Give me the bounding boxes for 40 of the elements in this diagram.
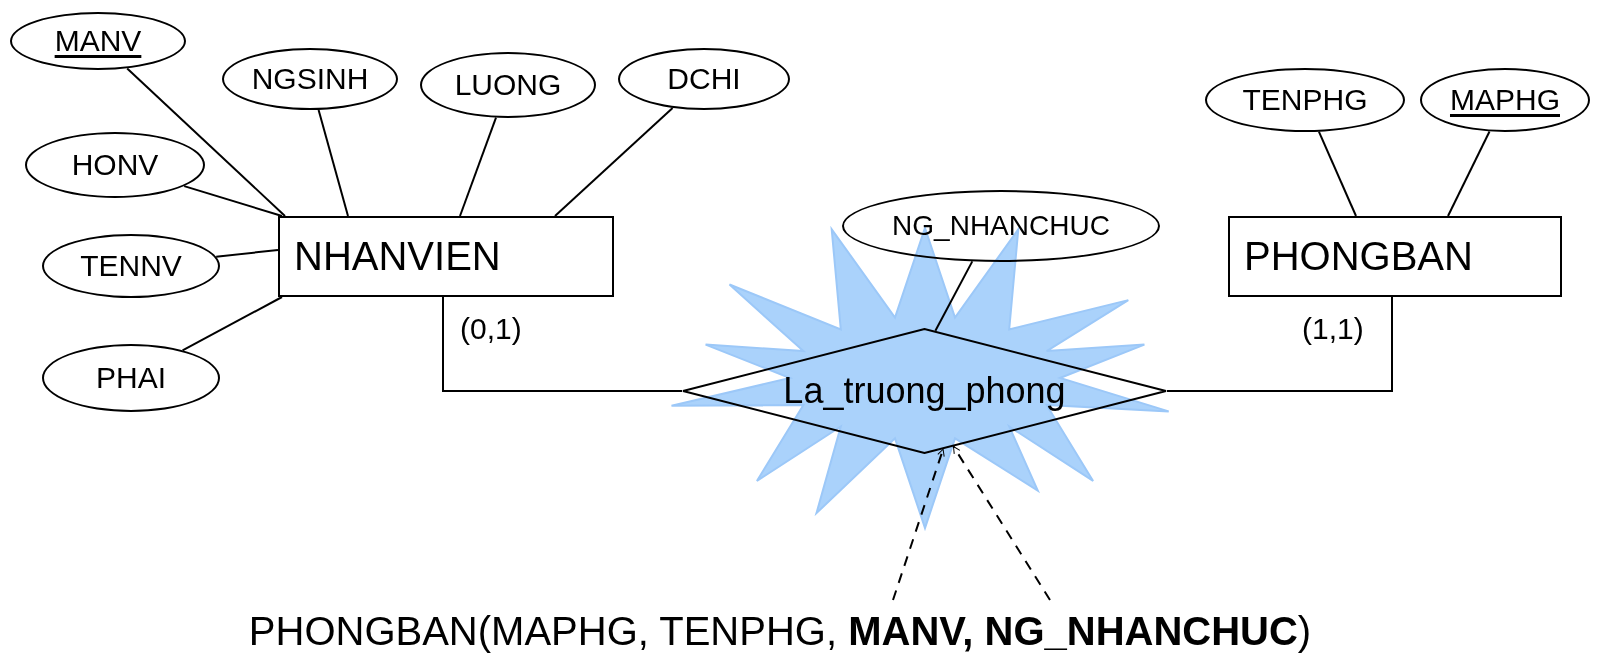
attribute-name: PHAI: [96, 361, 166, 395]
attribute-name: MANV: [54, 24, 142, 58]
attribute-name: NGSINH: [251, 62, 369, 96]
attribute-name: TENPHG: [1242, 83, 1368, 117]
connector-line: [126, 67, 286, 217]
attribute-name: LUONG: [454, 68, 562, 102]
attribute-ellipse: [1205, 68, 1405, 132]
attribute-ellipse: [222, 48, 398, 110]
attribute-name: TENNV: [80, 249, 182, 283]
attribute-ellipse: [420, 52, 596, 118]
entity-name: PHONGBAN: [1244, 234, 1473, 279]
attribute-ellipse: [618, 48, 790, 110]
connector-line: [1317, 130, 1357, 217]
connector-line: [934, 260, 974, 332]
connector-line: [1447, 130, 1491, 217]
attribute-name: DCHI: [667, 62, 741, 96]
attribute-ellipse: [42, 344, 220, 412]
attribute-name: MAPHG: [1450, 83, 1560, 117]
relation-schema: PHONGBAN(MAPHG, TENPHG, MANV, NG_NHANCHUC): [248, 608, 1312, 654]
relationship-name: La_truong_phong: [783, 370, 1066, 412]
connector-line: [215, 249, 279, 258]
entity-name: NHANVIEN: [294, 234, 501, 279]
entity-box: [278, 216, 614, 297]
attribute-ellipse: [842, 190, 1160, 262]
connector-line: [459, 116, 497, 217]
attribute-name: NG_NHANCHUC: [892, 210, 1110, 242]
connector-line: [317, 108, 349, 217]
attribute-ellipse: [42, 234, 220, 298]
attribute-ellipse: [25, 132, 205, 198]
connector-line: [183, 185, 283, 217]
connector-line: [1166, 296, 1393, 392]
dashed-arrow: [892, 448, 945, 601]
connector-line: [181, 296, 283, 352]
attribute-ellipse: [10, 12, 186, 70]
entity-box: [1228, 216, 1562, 297]
attribute-name: HONV: [71, 148, 159, 182]
connector-line: [554, 106, 674, 217]
connector-line: [442, 296, 683, 392]
dashed-arrow: [952, 445, 1051, 601]
attribute-ellipse: [1420, 68, 1590, 132]
